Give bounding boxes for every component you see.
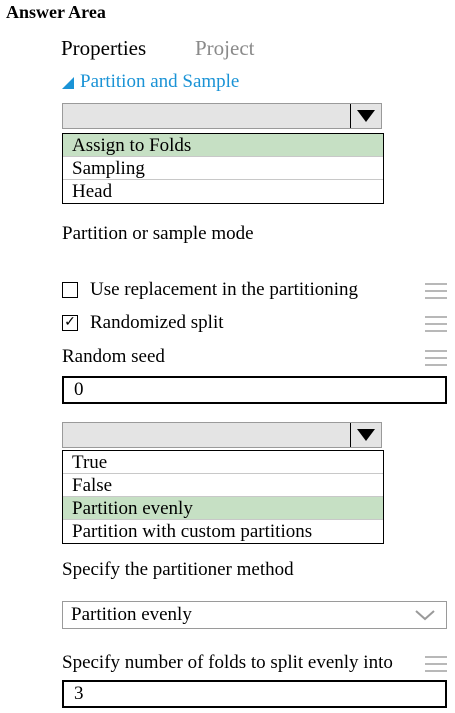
grip-icon[interactable] [425, 283, 447, 304]
grip-icon[interactable] [425, 316, 447, 337]
folds-label: Specify number of folds to split evenly … [62, 652, 393, 673]
option-head[interactable]: Head [72, 181, 113, 202]
mode-dropdown[interactable] [62, 103, 382, 129]
option-true[interactable]: True [63, 451, 383, 474]
grip-icon[interactable] [425, 350, 447, 371]
randomized-split-checkbox[interactable]: ✓ [62, 315, 78, 331]
dropdown-arrow-icon [357, 110, 375, 122]
answer-area-title: Answer Area [6, 2, 106, 22]
method-dropdown[interactable] [62, 422, 382, 448]
random-seed-label: Random seed [62, 346, 165, 367]
dropdown-arrow-button[interactable] [350, 423, 381, 447]
option-partition-custom[interactable]: Partition with custom partitions [72, 521, 313, 542]
chevron-down-icon [415, 610, 435, 621]
mode-dropdown-list: Assign to Folds Sampling Head [62, 133, 384, 204]
section-label: Partition and Sample [80, 71, 240, 92]
randomized-split-row[interactable]: ✓ Randomized split [62, 312, 224, 334]
option-partition-evenly[interactable]: Partition evenly [63, 497, 383, 520]
option-sampling[interactable]: Sampling [63, 157, 383, 180]
tab-properties[interactable]: Properties [61, 36, 147, 60]
method-dropdown-list: True False Partition evenly Partition wi… [62, 450, 384, 544]
dropdown-arrow-icon [357, 429, 375, 441]
option-assign-to-folds[interactable]: Assign to Folds [63, 134, 383, 157]
partition-and-sample-section-header[interactable]: Partition and Sample [62, 71, 239, 93]
method-select-value: Partition evenly [71, 604, 192, 625]
mode-label: Partition or sample mode [62, 223, 254, 244]
grip-icon[interactable] [425, 656, 447, 677]
use-replacement-label: Use replacement in the partitioning [90, 279, 359, 300]
option-false[interactable]: False [63, 474, 383, 497]
use-replacement-checkbox[interactable] [62, 282, 78, 298]
method-label: Specify the partitioner method [62, 559, 294, 580]
folds-input[interactable]: 3 [62, 680, 447, 708]
dropdown-arrow-button[interactable] [350, 104, 381, 128]
tab-project[interactable]: Project [195, 36, 255, 60]
randomized-split-label: Randomized split [90, 312, 224, 333]
random-seed-input[interactable]: 0 [62, 376, 447, 404]
collapse-triangle-icon [62, 77, 74, 89]
method-select[interactable]: Partition evenly [62, 601, 447, 629]
use-replacement-row[interactable]: Use replacement in the partitioning [62, 279, 358, 301]
